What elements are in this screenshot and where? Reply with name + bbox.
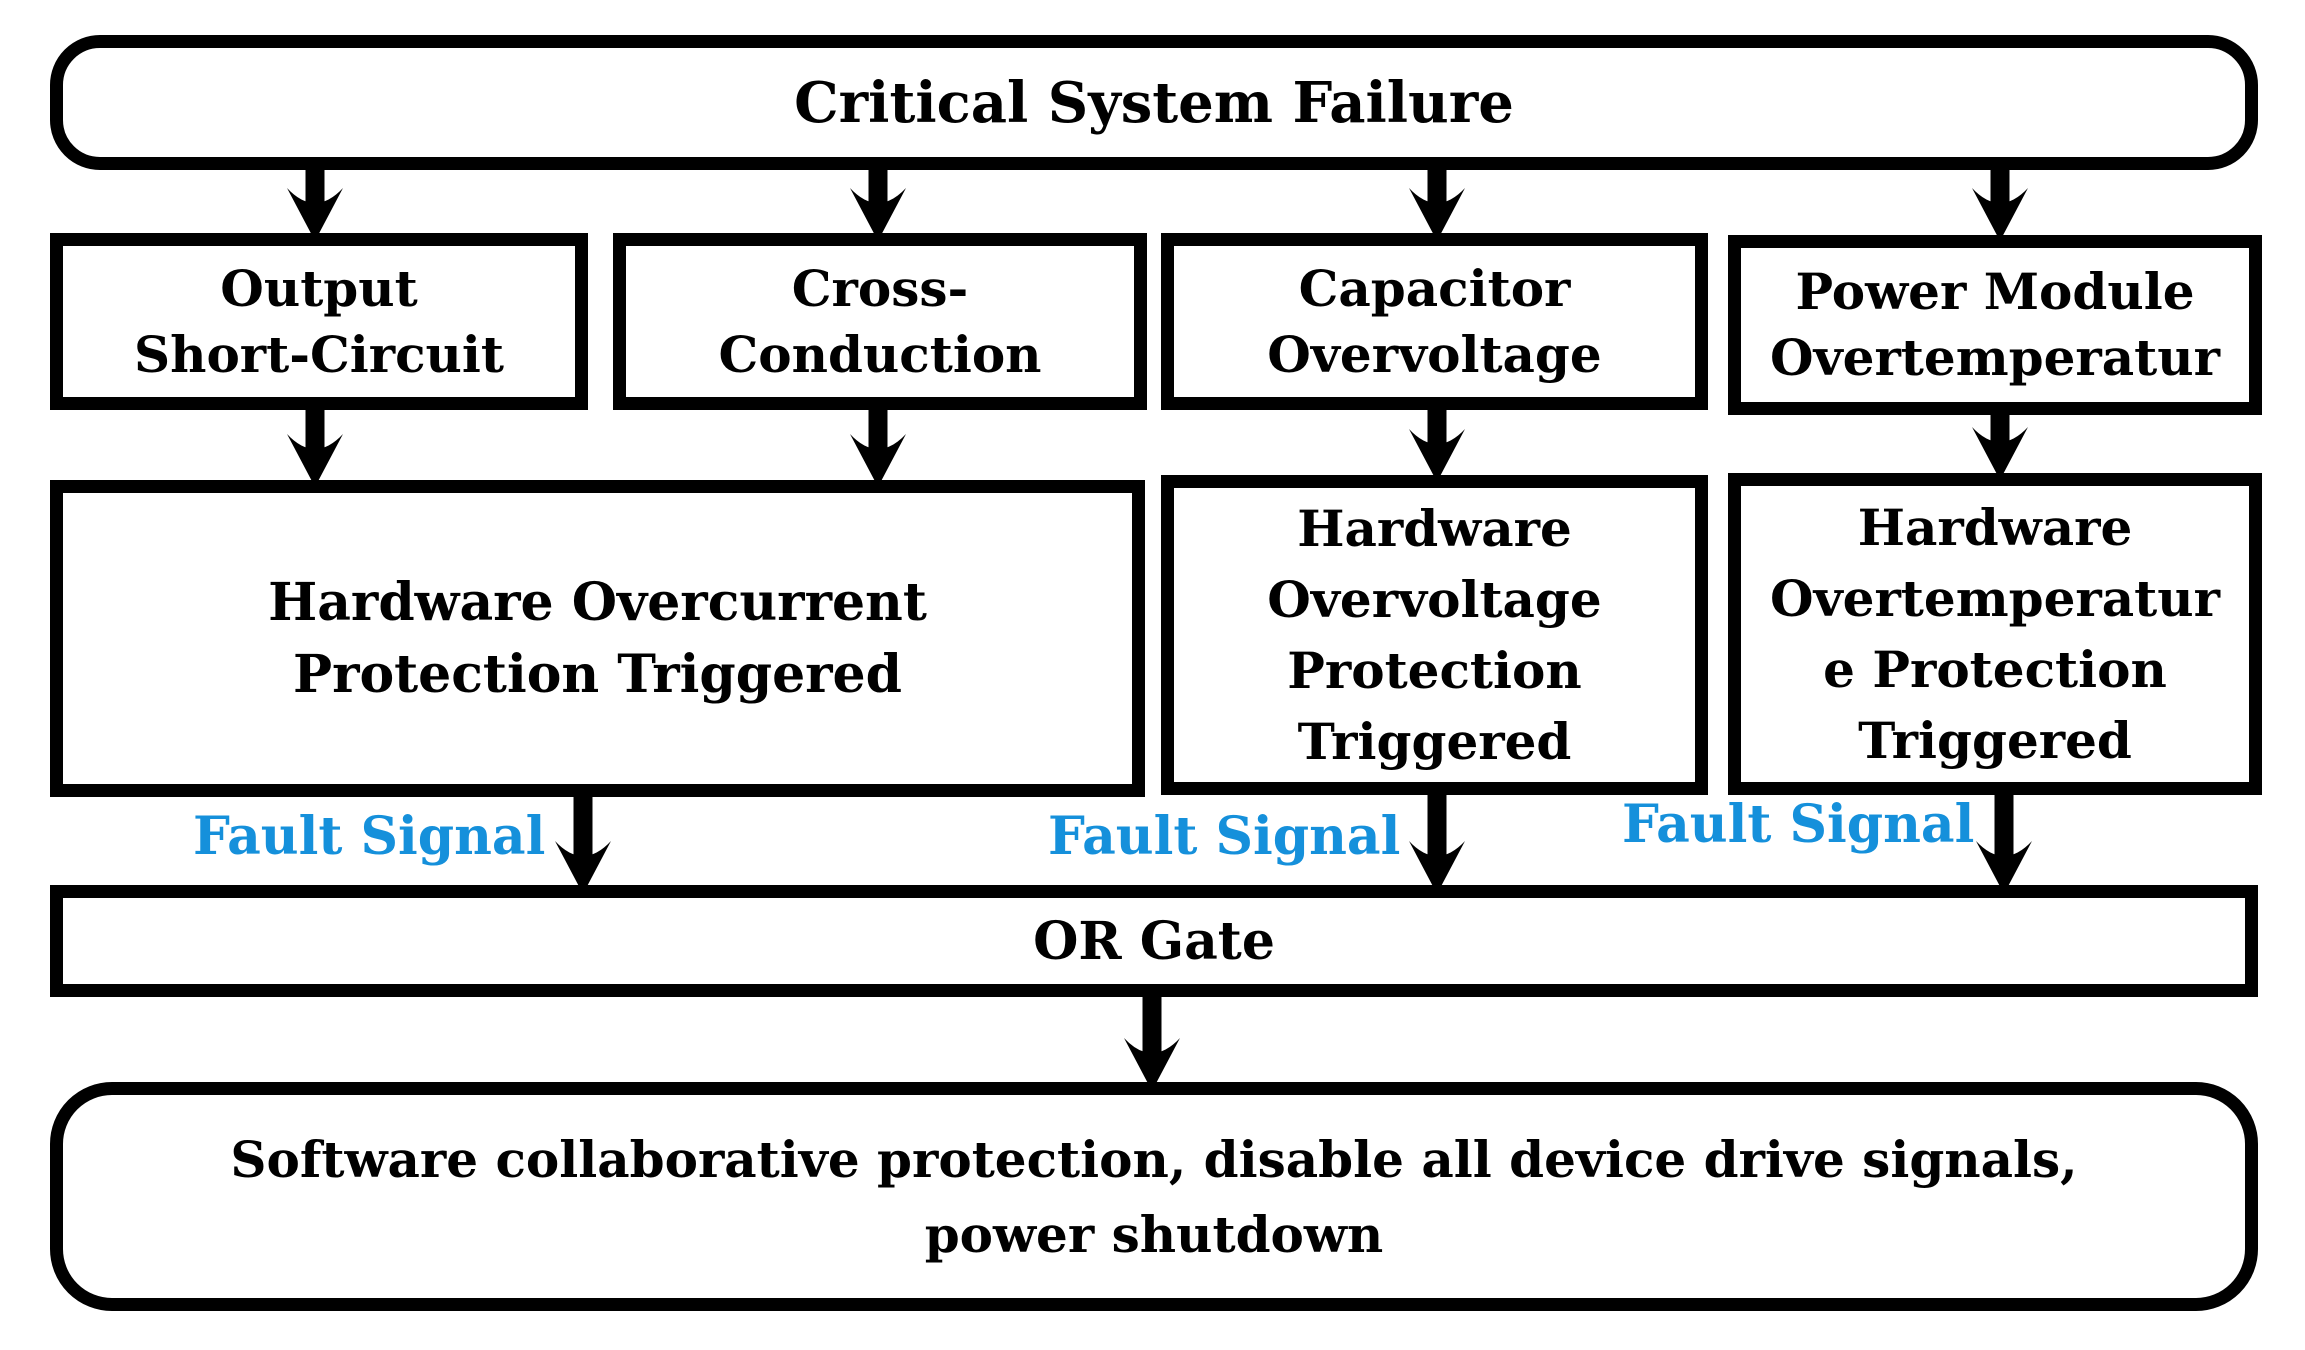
software-protection-box: Software collaborative protection, disab… [50, 1082, 2258, 1311]
output-short-circuit-box: Output Short-Circuit [50, 233, 588, 410]
box-line: power shutdown [924, 1204, 1384, 1264]
arrow-down-icon [1409, 786, 1465, 894]
or-gate-box: OR Gate [50, 885, 2258, 997]
box-label: Critical System Failure [794, 69, 1514, 136]
hardware-overvoltage-protection-box: Hardware Overvoltage Protection Triggere… [1161, 475, 1708, 795]
cross-conduction-box: Cross- Conduction [613, 233, 1147, 410]
box-line: Overtemperatur [1770, 569, 2220, 628]
arrow-down-icon [287, 168, 343, 241]
arrow-down-icon [1409, 168, 1465, 241]
box-line: Hardware [1857, 498, 2133, 557]
arrow-down-icon [1124, 988, 1180, 1091]
box-line: Triggered [1858, 711, 2132, 770]
box-line: Output [220, 258, 418, 318]
box-line: Protection [1287, 641, 1582, 700]
arrow-down-icon [850, 168, 906, 241]
box-line: Hardware Overcurrent [268, 571, 927, 633]
box-line: Triggered [1297, 712, 1572, 771]
box-line: Protection Triggered [292, 643, 903, 705]
box-line: Capacitor [1298, 258, 1571, 318]
box-line: Power Module [1795, 262, 2195, 321]
box-line: Short-Circuit [133, 324, 505, 384]
arrow-down-icon [1409, 406, 1465, 482]
box-line: Overvoltage [1267, 324, 1602, 384]
box-line: Conduction [718, 324, 1042, 384]
arrow-down-icon [287, 406, 343, 487]
critical-system-failure-box: Critical System Failure [50, 35, 2258, 170]
box-line: Overvoltage [1267, 570, 1602, 629]
fault-signal-label: Fault Signal [193, 806, 546, 867]
box-line: Software collaborative protection, disab… [230, 1129, 2078, 1189]
arrow-down-icon [1976, 786, 2032, 894]
fault-signal-label: Fault Signal [1622, 794, 1975, 855]
hardware-overtemperature-protection-box: Hardware Overtemperatur e Protection Tri… [1728, 473, 2262, 795]
power-module-overtemperature-box: Power Module Overtemperatur [1728, 235, 2262, 415]
box-line: Cross- [791, 258, 969, 318]
hardware-overcurrent-protection-box: Hardware Overcurrent Protection Triggere… [50, 480, 1145, 797]
capacitor-overvoltage-box: Capacitor Overvoltage [1161, 233, 1708, 410]
box-line: Hardware [1297, 499, 1572, 558]
arrow-down-icon [1972, 411, 2028, 480]
arrow-down-icon [1972, 168, 2028, 241]
fault-signal-label: Fault Signal [1048, 806, 1401, 867]
arrow-down-icon [555, 786, 611, 894]
box-line: e Protection [1823, 640, 2167, 699]
box-label: OR Gate [1033, 910, 1275, 972]
box-line: Overtemperatur [1770, 328, 2220, 387]
arrow-down-icon [850, 406, 906, 487]
